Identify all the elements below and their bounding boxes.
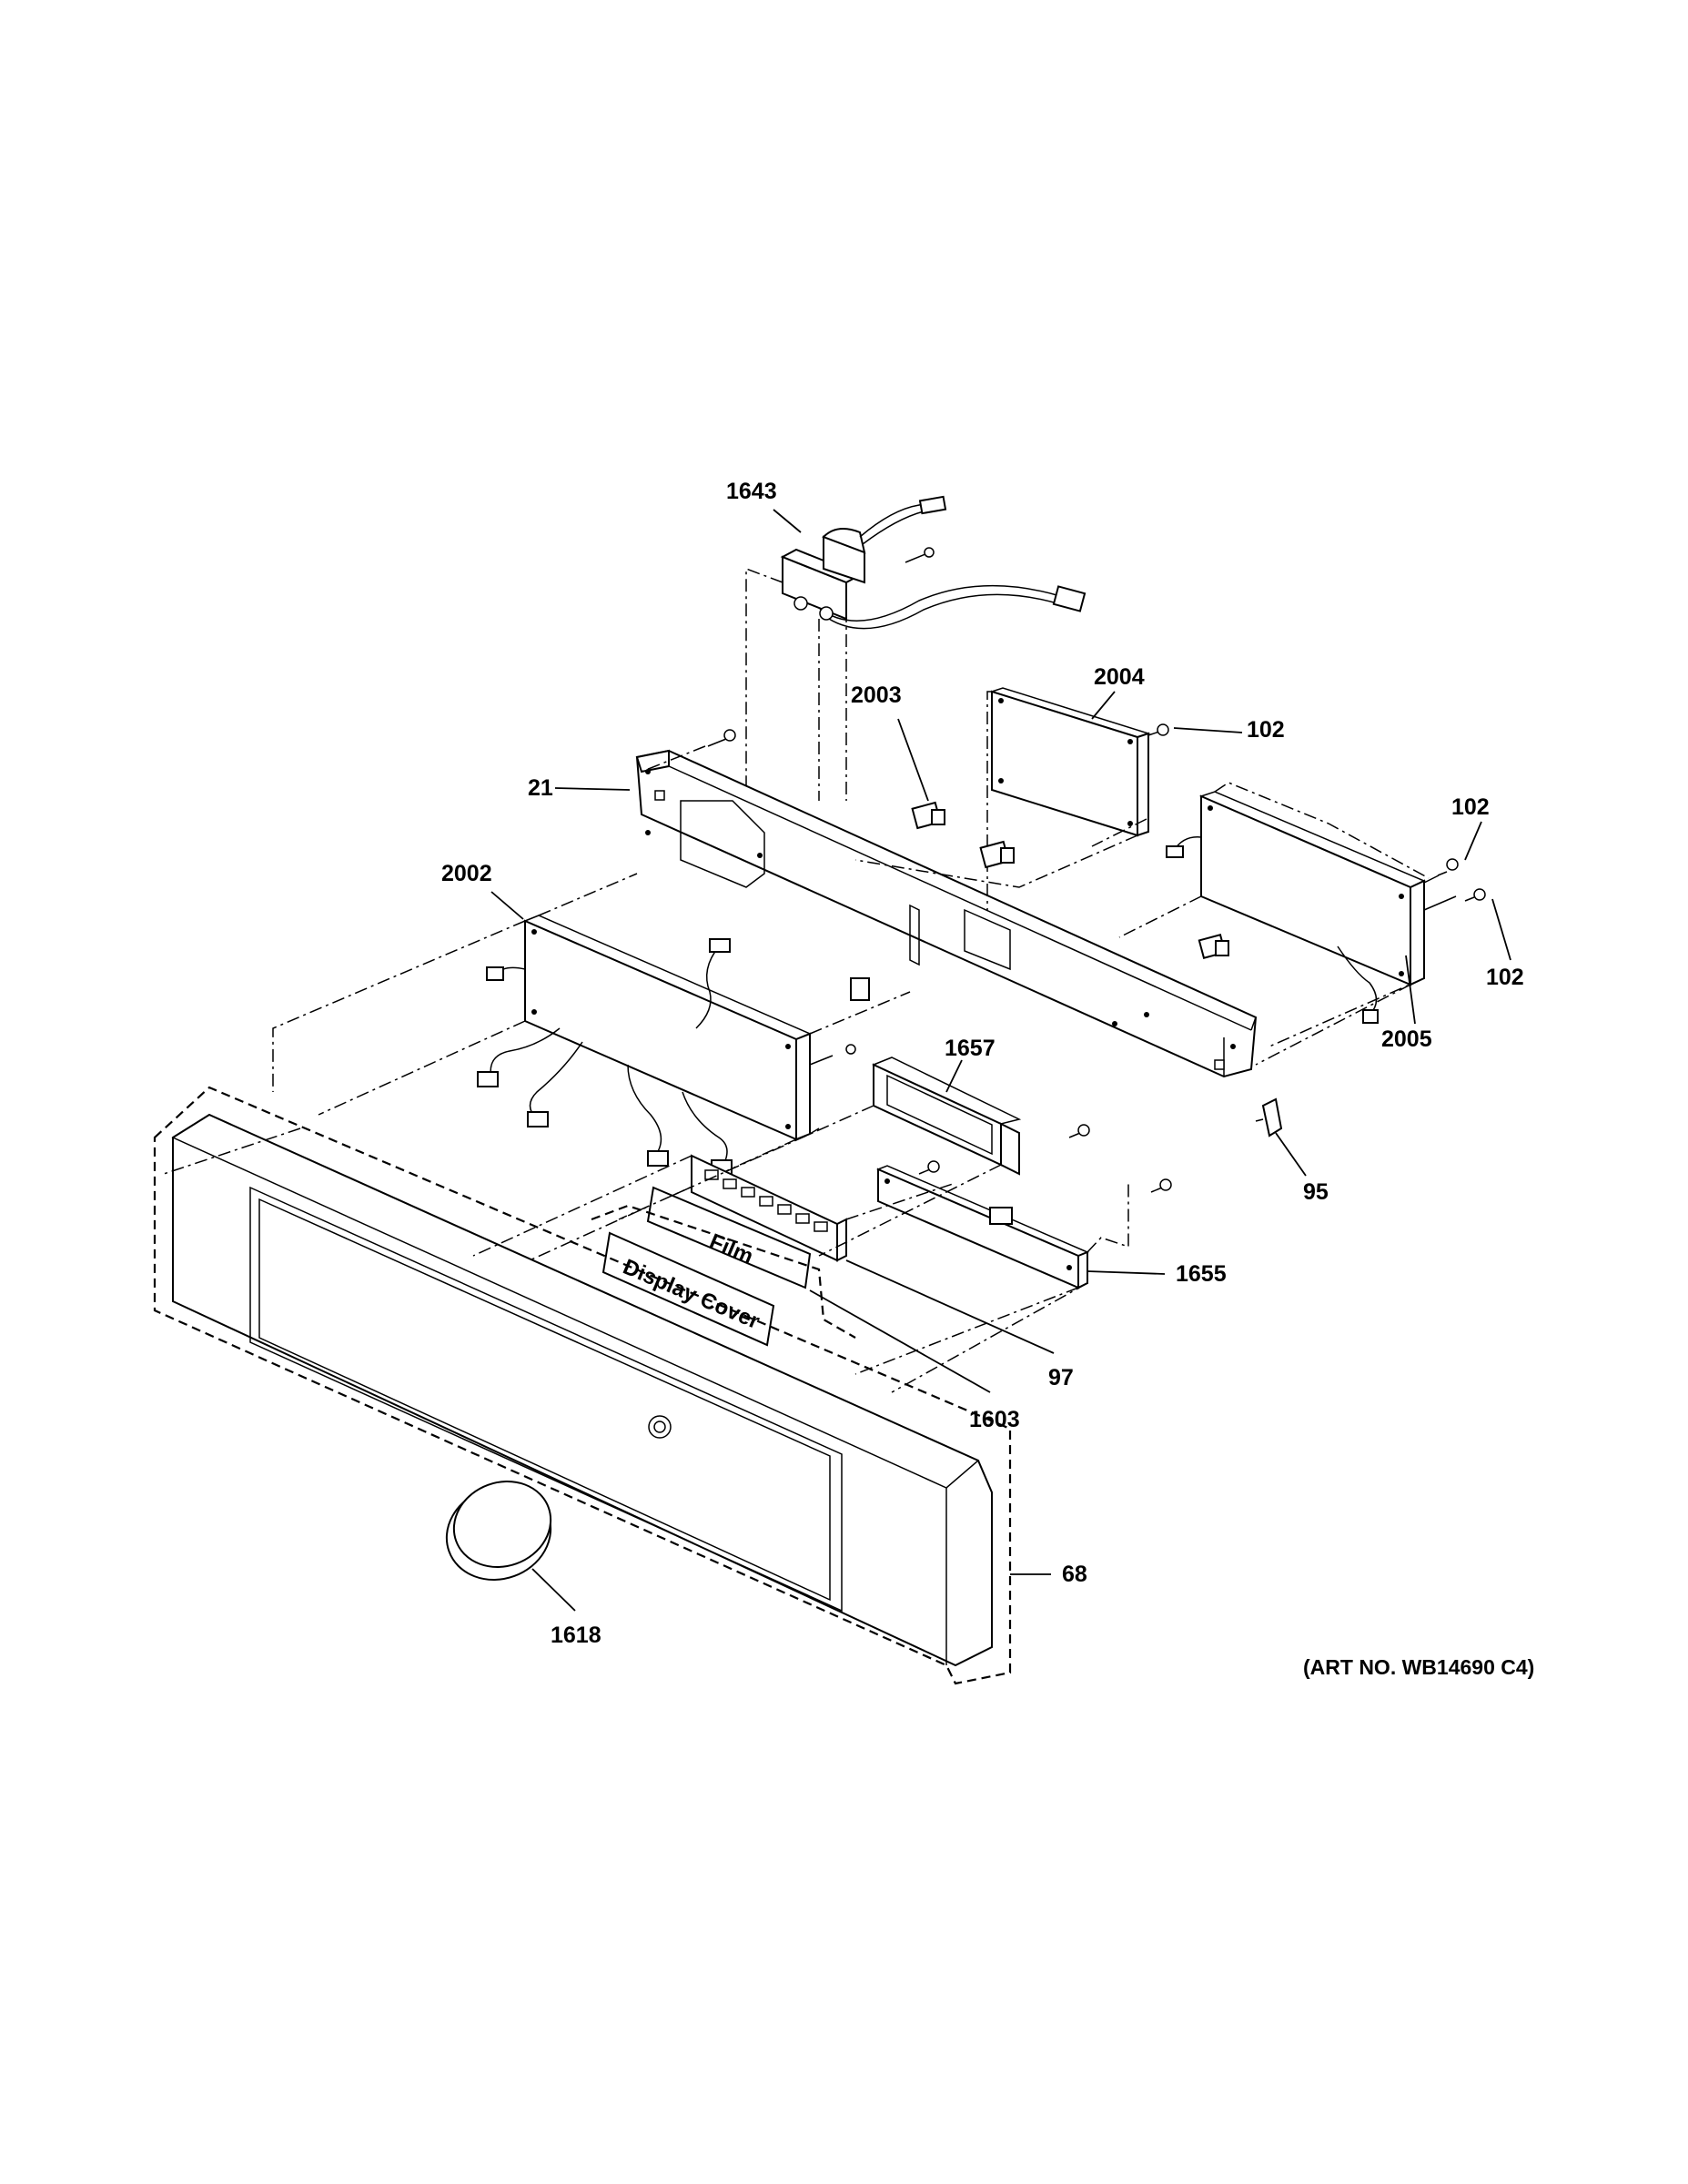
part-1643-transformer bbox=[780, 495, 1087, 630]
leader-2004 bbox=[1091, 691, 1116, 720]
callout-2003: 2003 bbox=[851, 682, 902, 708]
callout-1618: 1618 bbox=[551, 1623, 601, 1648]
leader-2005 bbox=[1405, 955, 1416, 1025]
leader-1618 bbox=[531, 1568, 576, 1612]
leader-95 bbox=[1275, 1132, 1307, 1177]
button-keys bbox=[704, 1169, 828, 1232]
part-95-clip bbox=[1255, 1097, 1283, 1138]
callout-2004: 2004 bbox=[1094, 664, 1145, 690]
art-number: (ART NO. WB14690 C4) bbox=[1303, 1655, 1534, 1679]
center-connector bbox=[850, 977, 870, 1001]
callout-102b: 102 bbox=[1451, 794, 1490, 820]
leader-1655 bbox=[1087, 1270, 1166, 1275]
callout-95: 95 bbox=[1303, 1179, 1329, 1205]
leader-1643 bbox=[773, 509, 802, 533]
leader-97 bbox=[845, 1259, 1055, 1354]
callout-1643: 1643 bbox=[726, 479, 777, 504]
leader-102a bbox=[1173, 727, 1243, 733]
callout-102c: 102 bbox=[1486, 965, 1524, 990]
part-1618-knob bbox=[445, 1480, 552, 1582]
part-21-panel-plate bbox=[635, 749, 1258, 1078]
leader-1603 bbox=[809, 1289, 991, 1393]
callout-2005: 2005 bbox=[1381, 1026, 1432, 1052]
part-68-front-panel bbox=[153, 1086, 1012, 1685]
leader-102b bbox=[1464, 821, 1482, 861]
callout-68: 68 bbox=[1062, 1562, 1087, 1587]
part-2004-board bbox=[989, 687, 1151, 837]
leader-21 bbox=[554, 787, 631, 791]
leader-2003 bbox=[897, 718, 929, 802]
screws-102 bbox=[1147, 723, 1486, 911]
display-screws bbox=[918, 1124, 1172, 1193]
part-2005-board bbox=[1166, 791, 1426, 1024]
leader-1657 bbox=[945, 1059, 963, 1093]
callout-2002: 2002 bbox=[441, 861, 492, 886]
callout-1603: 1603 bbox=[969, 1407, 1020, 1432]
callout-102a: 102 bbox=[1247, 717, 1285, 743]
leader-102c bbox=[1491, 898, 1511, 961]
callout-1657: 1657 bbox=[945, 1036, 996, 1061]
leader-2002 bbox=[490, 891, 524, 920]
part-2002-board bbox=[477, 915, 812, 1176]
part-1655-board bbox=[876, 1165, 1089, 1289]
part-1657-display bbox=[872, 1057, 1022, 1176]
callout-21: 21 bbox=[528, 775, 553, 801]
callout-97: 97 bbox=[1048, 1365, 1074, 1390]
part-2003-connectors bbox=[911, 801, 1015, 869]
screw-top-left bbox=[707, 729, 736, 747]
callout-1655: 1655 bbox=[1176, 1261, 1227, 1287]
part-97-button-board bbox=[691, 1154, 847, 1262]
